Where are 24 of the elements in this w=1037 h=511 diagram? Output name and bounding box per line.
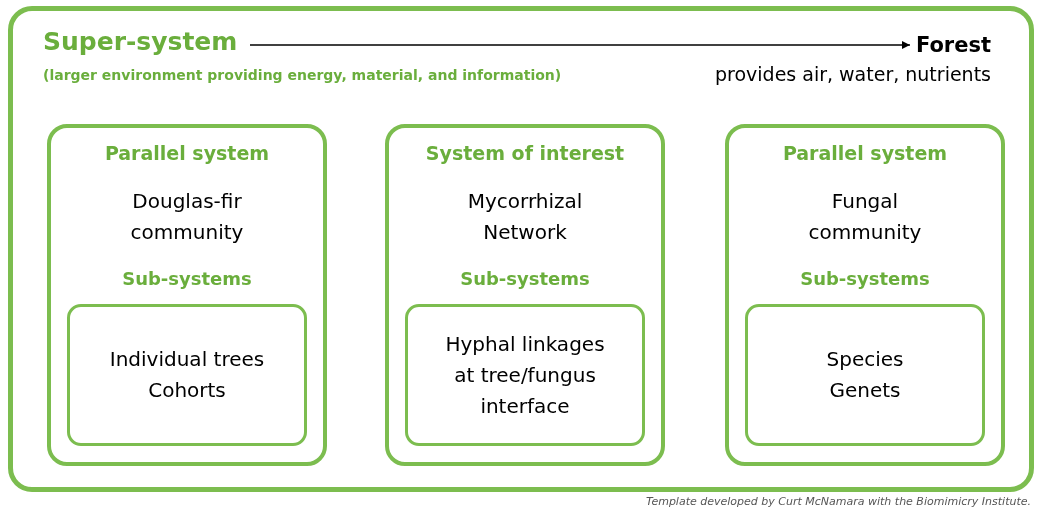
subsystem-item: Individual trees (108, 346, 266, 373)
subsystem-item: Hyphal linkages at tree/fungus interface (444, 330, 606, 420)
super-system-heading: Super-system (43, 27, 238, 56)
system-box (725, 124, 1005, 466)
system-name: Mycorrhizal Network (466, 188, 584, 246)
subsystems-heading: Sub-systems (460, 268, 590, 291)
arrow (249, 41, 911, 49)
subsystem-item: Cohorts (147, 377, 227, 404)
subsystem-item: Genets (828, 377, 902, 404)
system-heading: Parallel system (103, 142, 271, 164)
system-name: Fungal community (807, 188, 923, 246)
subsystems-heading: Sub-systems (122, 268, 252, 291)
subsystem-item: Species (825, 346, 905, 373)
system-name: Douglas-fir community (129, 188, 245, 246)
system-box (385, 124, 665, 466)
forest-label: Forest (915, 33, 991, 57)
system-boundary-box (8, 6, 1034, 492)
system-heading: System of interest (424, 142, 626, 164)
footnote: Template developed by Curt McNamara with the Biomimicry Institute. (646, 495, 1031, 508)
system-box (47, 124, 327, 466)
super-system-description: (larger environment providing energy, material, and information) (43, 67, 562, 83)
forest-description: provides air, water, nutrients (714, 63, 991, 85)
system-heading: Parallel system (781, 142, 949, 164)
subsystems-heading: Sub-systems (800, 268, 930, 291)
